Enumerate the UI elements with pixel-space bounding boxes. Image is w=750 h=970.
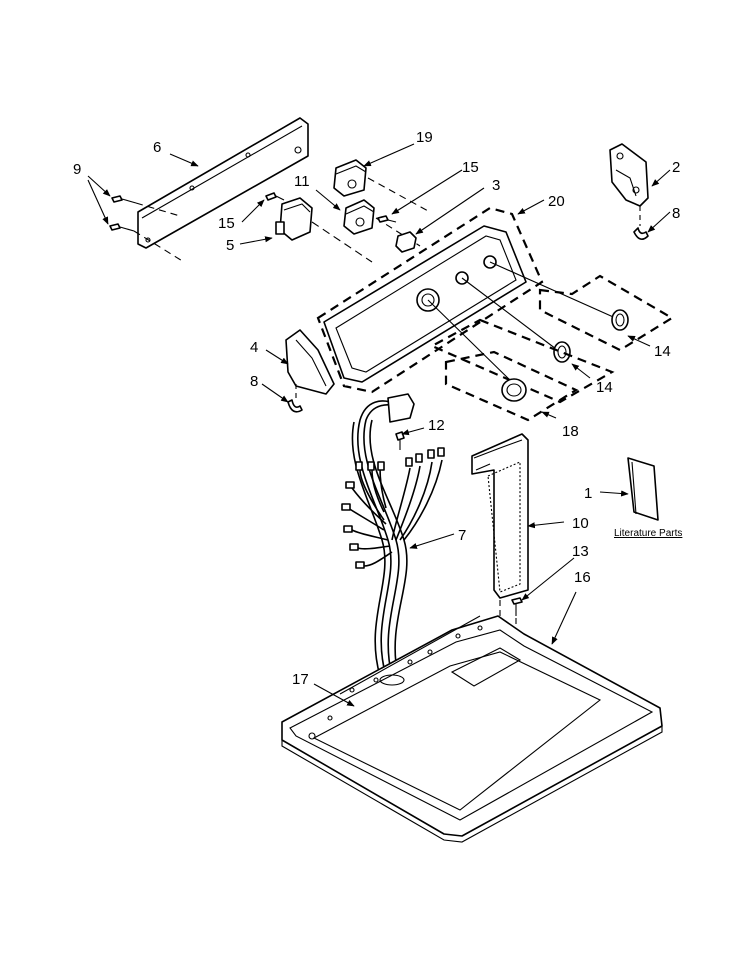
callout-11: 11 — [294, 173, 310, 190]
knob-14-upper — [611, 309, 629, 331]
knob-18 — [501, 378, 527, 402]
screw-12 — [395, 431, 405, 450]
knob-14-lower — [553, 341, 571, 363]
literature-book — [627, 457, 659, 521]
push-switch-3 — [377, 215, 417, 253]
top-panel — [281, 615, 663, 843]
rotary-switch-11 — [343, 199, 375, 235]
screw-upper — [111, 195, 137, 204]
callout-4: 4 — [250, 339, 258, 356]
callout-2: 2 — [672, 159, 680, 176]
callout-20: 20 — [548, 193, 565, 210]
callout-3: 3 — [492, 177, 500, 194]
wire-harness — [341, 393, 445, 677]
callout-16: 16 — [574, 569, 591, 586]
callout-13: 13 — [572, 543, 589, 560]
mounting-bracket — [137, 117, 309, 249]
end-cap-left — [285, 329, 335, 395]
callout-8-left: 8 — [250, 373, 258, 390]
callout-9: 9 — [73, 161, 81, 178]
rotary-switch-19 — [333, 159, 367, 197]
callout-17: 17 — [292, 671, 309, 688]
screw-13 — [511, 597, 523, 616]
screw-lower — [109, 223, 135, 232]
callout-19: 19 — [416, 129, 433, 146]
callout-15-left: 15 — [218, 215, 235, 232]
callout-8-right: 8 — [672, 205, 680, 222]
callout-1: 1 — [584, 485, 592, 502]
callout-12: 12 — [428, 417, 445, 434]
literature-parts-label: Literature Parts — [614, 528, 682, 539]
callout-15-top: 15 — [462, 159, 479, 176]
callout-5: 5 — [226, 237, 234, 254]
callout-7: 7 — [458, 527, 466, 544]
callout-14-mid: 14 — [596, 379, 613, 396]
console-panel — [323, 225, 527, 383]
switch-screw — [265, 192, 285, 201]
end-cap-right — [609, 143, 649, 207]
clip-8-left — [287, 399, 303, 413]
timer-switch — [275, 197, 373, 263]
callout-18: 18 — [562, 423, 579, 440]
clip-8-right — [633, 227, 649, 240]
callout-6: 6 — [153, 139, 161, 156]
lint-filter — [471, 433, 529, 599]
callout-14-right: 14 — [654, 343, 671, 360]
callout-10: 10 — [572, 515, 589, 532]
